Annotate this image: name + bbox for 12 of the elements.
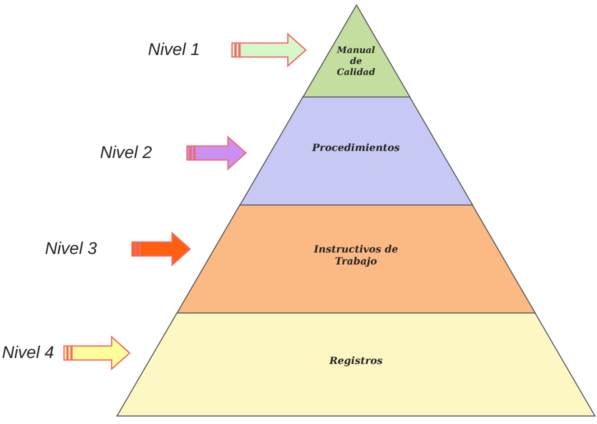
block-arrow (231, 32, 307, 68)
level-label: Nivel 4 (2, 343, 54, 362)
tier-label: Procedimientos (311, 142, 401, 156)
tier-label: Instructivos de Trabajo (312, 244, 400, 270)
block-arrow (131, 232, 192, 266)
tier-label: Manual de Calidad (336, 46, 376, 80)
level-label: Nivel 1 (148, 40, 200, 59)
level-label: Nivel 3 (45, 239, 97, 258)
block-arrow (63, 336, 131, 370)
tier-label: Registros (328, 356, 384, 369)
level-label: Nivel 2 (100, 143, 152, 162)
block-arrow (186, 136, 247, 170)
